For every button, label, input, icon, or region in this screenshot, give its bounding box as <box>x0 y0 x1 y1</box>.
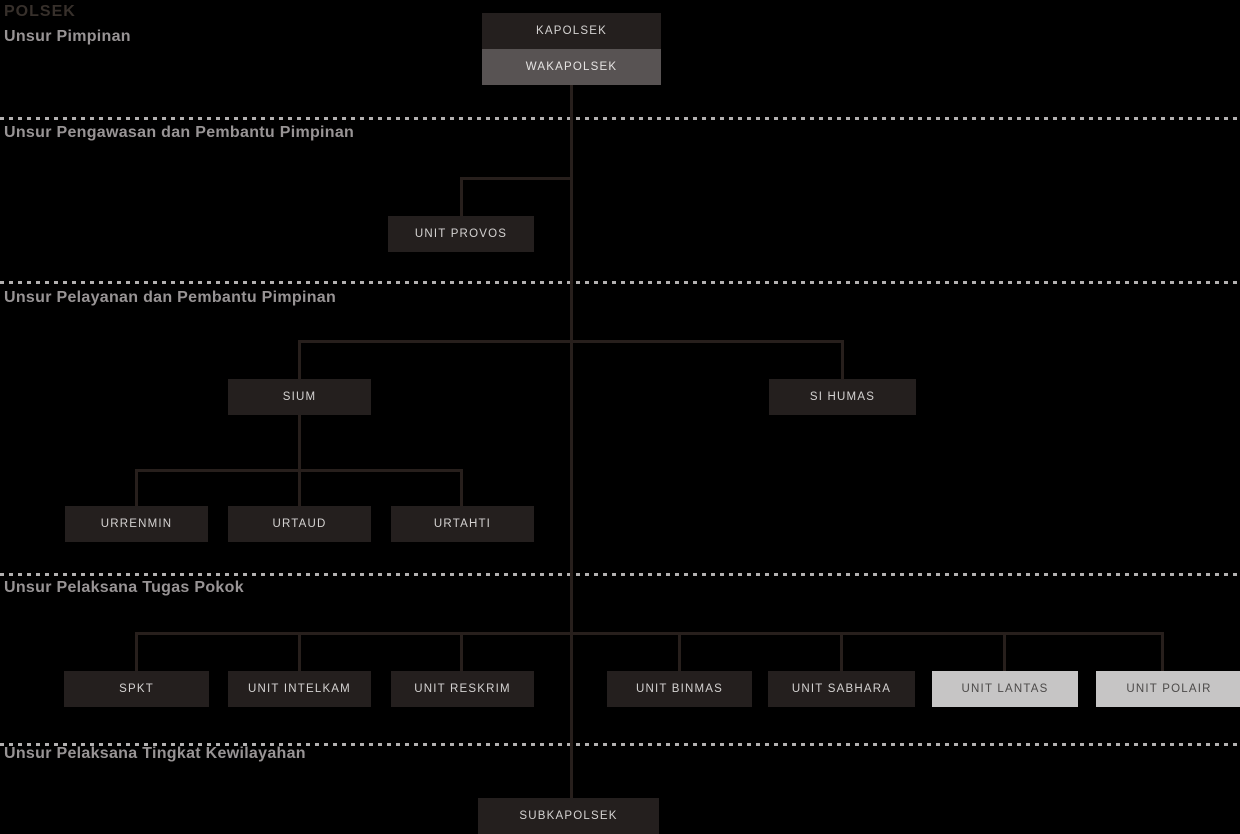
node-urtaud-label: URTAUD <box>272 518 327 530</box>
node-unit-provos-label: UNIT PROVOS <box>414 228 508 240</box>
section-label-kewilayahan: Unsur Pelaksana Tingkat Kewilayahan <box>4 745 306 762</box>
node-unit-intelkam: UNIT INTELKAM <box>228 671 371 707</box>
node-unit-intelkam-label: UNIT INTELKAM <box>248 683 351 695</box>
node-unit-sabhara: UNIT SABHARA <box>768 671 915 707</box>
node-urtahti: URTAHTI <box>391 506 534 542</box>
section-divider <box>0 117 1240 120</box>
node-unit-sabhara-label: UNIT SABHARA <box>791 683 892 695</box>
node-urrenmin-label: URRENMIN <box>100 518 173 530</box>
connector-sihumas-drop <box>841 340 844 379</box>
node-unit-polair: UNIT POLAIR <box>1096 671 1240 707</box>
node-spkt: SPKT <box>64 671 209 707</box>
connector-urtahti-drop <box>460 469 463 507</box>
node-unit-binmas: UNIT BINMAS <box>607 671 752 707</box>
section-divider <box>0 281 1240 284</box>
connector-urtaud-drop <box>298 469 301 507</box>
node-unit-lantas: UNIT LANTAS <box>932 671 1078 707</box>
node-unit-lantas-label: UNIT LANTAS <box>961 683 1049 695</box>
connector-spkt-drop <box>135 632 138 671</box>
connector-sium-stem <box>298 415 301 469</box>
section-divider <box>0 743 1240 746</box>
node-subkapolsek: SUBKAPOLSEK <box>478 798 659 834</box>
node-si-humas-label: SI HUMAS <box>809 391 876 403</box>
connector-bus-tugas-pokok <box>135 632 1164 635</box>
connector-trunk <box>570 85 573 798</box>
connector-sabhara-drop <box>840 632 843 671</box>
section-label-pimpinan: Unsur Pimpinan <box>4 28 131 45</box>
node-unit-reskrim: UNIT RESKRIM <box>391 671 534 707</box>
node-si-humas: SI HUMAS <box>769 379 916 415</box>
section-divider <box>0 573 1240 576</box>
node-urrenmin: URRENMIN <box>65 506 208 542</box>
node-sium: SIUM <box>228 379 371 415</box>
connector-provos-v <box>460 177 463 216</box>
node-unit-polair-label: UNIT POLAIR <box>1126 683 1212 695</box>
node-wakapolsek-label: WAKAPOLSEK <box>525 61 618 73</box>
section-label-pengawasan: Unsur Pengawasan dan Pembantu Pimpinan <box>4 124 355 141</box>
node-urtahti-label: URTAHTI <box>433 518 492 530</box>
connector-urrenmin-drop <box>135 469 138 507</box>
node-unit-binmas-label: UNIT BINMAS <box>635 683 724 695</box>
connector-lantas-drop <box>1003 632 1006 671</box>
connector-sium-drop <box>298 340 301 379</box>
connector-polair-drop <box>1161 632 1164 671</box>
connector-reskrim-drop <box>460 632 463 671</box>
node-kapolsek: KAPOLSEK <box>482 13 661 49</box>
node-unit-provos: UNIT PROVOS <box>388 216 534 252</box>
page-title: POLSEK <box>4 3 76 20</box>
connector-bus-pelayanan <box>298 340 844 343</box>
node-subkapolsek-label: SUBKAPOLSEK <box>519 810 618 822</box>
node-kapolsek-label: KAPOLSEK <box>536 25 607 37</box>
connector-binmas-drop <box>678 632 681 671</box>
node-spkt-label: SPKT <box>119 683 154 695</box>
node-sium-label: SIUM <box>282 391 317 403</box>
node-urtaud: URTAUD <box>228 506 371 542</box>
connector-intelkam-drop <box>298 632 301 671</box>
node-wakapolsek: WAKAPOLSEK <box>482 49 661 85</box>
section-label-tugas-pokok: Unsur Pelaksana Tugas Pokok <box>4 579 244 596</box>
connector-provos-h <box>460 177 573 180</box>
node-unit-reskrim-label: UNIT RESKRIM <box>414 683 511 695</box>
section-label-pelayanan: Unsur Pelayanan dan Pembantu Pimpinan <box>4 289 337 306</box>
